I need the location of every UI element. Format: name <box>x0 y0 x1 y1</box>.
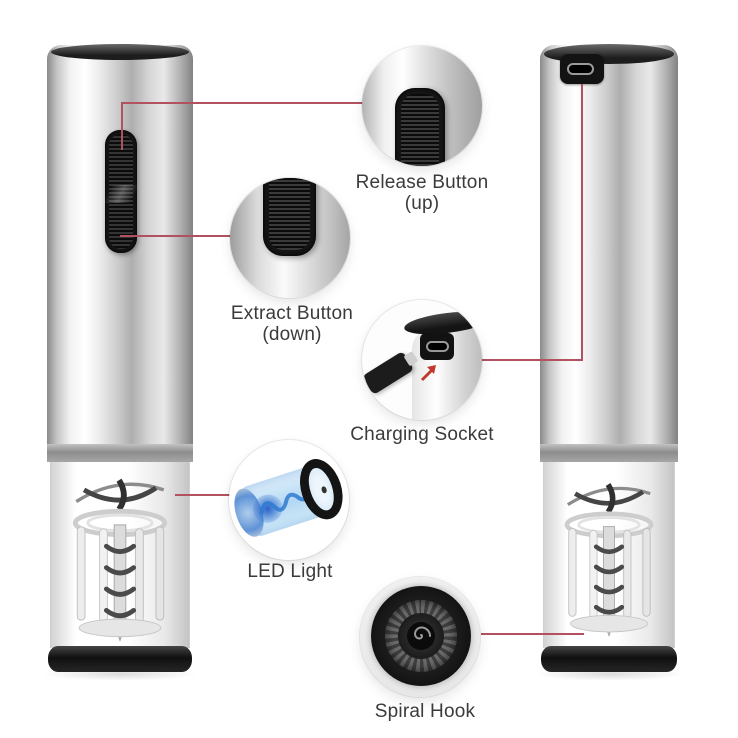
callout-spiral-hook <box>360 577 480 697</box>
leader-line-charging-vertical <box>581 84 583 361</box>
plug-direction-arrow-icon <box>420 365 436 382</box>
charging-zoom-usb-pill <box>426 341 449 352</box>
wine-opener-front-view <box>41 44 199 681</box>
led-glowing-chamber <box>229 453 349 541</box>
spiral-hook-core <box>407 622 435 650</box>
leader-line-release-horizontal <box>122 102 364 104</box>
spiral-hook-ribbed-ring <box>385 600 457 672</box>
callout-extract-button <box>230 178 350 298</box>
extract-button-ribs <box>269 178 310 250</box>
opener-back-base-ring <box>541 646 677 672</box>
opener-front-clear-chamber <box>50 462 190 648</box>
callout-release-button <box>362 46 482 166</box>
leader-line-extract <box>120 235 232 237</box>
callout-charging-socket <box>362 300 482 420</box>
charging-port <box>560 54 604 84</box>
charging-socket-label: Charging Socket <box>350 424 494 445</box>
opener-front-top-cap <box>51 44 189 60</box>
opener-front-rocker-button <box>105 130 137 253</box>
leader-line-release-vertical <box>121 102 123 150</box>
opener-back-steel-body <box>540 45 678 462</box>
led-light-label: LED Light <box>247 561 333 582</box>
usb-cable-connector <box>362 350 415 396</box>
release-button-ribs <box>401 94 439 166</box>
rocker-center-gloss <box>105 185 137 203</box>
extract-button-label: Extract Button (down) <box>192 303 392 345</box>
opener-front-shadow <box>41 667 199 681</box>
extract-button-zoom-photo <box>263 178 316 256</box>
opener-front-steel-body <box>47 45 193 462</box>
wine-opener-back-view <box>534 44 684 681</box>
opener-front-lower-band <box>47 444 193 462</box>
callout-led-light <box>229 440 349 560</box>
leader-line-led <box>175 494 231 496</box>
opener-back-clear-chamber <box>543 462 675 648</box>
corkscrew-spiral-front <box>72 478 168 642</box>
spiral-hook-outer-ring <box>371 586 471 686</box>
rocker-ribbed-surface <box>109 134 133 249</box>
opener-back-shadow <box>534 667 684 681</box>
leader-line-spiral <box>481 633 584 635</box>
extract-button-label-line1: Extract Button <box>230 303 354 324</box>
release-button-zoom-photo <box>395 88 445 166</box>
spiral-tip-icon <box>413 626 431 640</box>
opener-front-base-ring <box>48 646 192 672</box>
release-button-label-line1: Release Button <box>355 172 489 193</box>
usb-socket-pill <box>567 63 594 75</box>
opener-back-lower-band <box>540 444 678 462</box>
release-button-label: Release Button (up) <box>322 172 522 214</box>
leader-line-charging-horizontal <box>481 359 583 361</box>
spiral-hook-label: Spiral Hook <box>374 701 476 722</box>
corkscrew-spiral-back <box>564 483 654 637</box>
spiral-hook-inner-ring <box>398 613 444 659</box>
extract-button-label-line2: (down) <box>262 324 322 345</box>
release-button-label-line2: (up) <box>404 193 440 214</box>
